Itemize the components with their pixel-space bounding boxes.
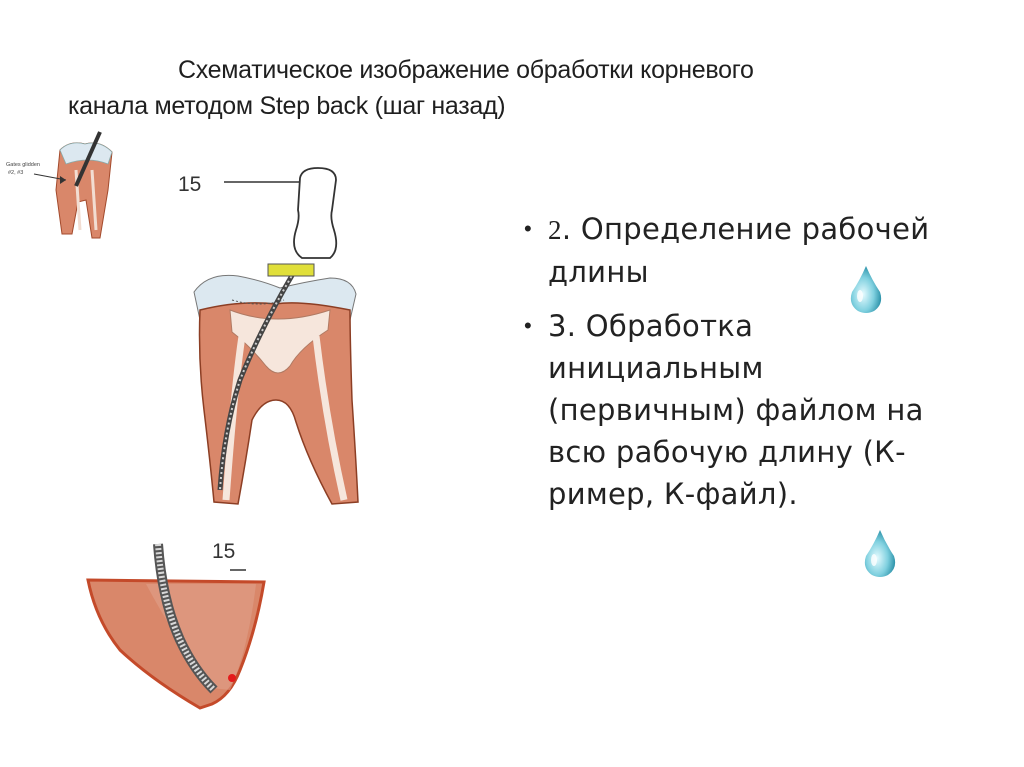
bullet-1-text: . Определение рабочей длины	[548, 212, 930, 289]
water-drop-icon	[850, 266, 882, 313]
small-tooth-label-2: #2, #3	[8, 170, 24, 176]
tooth-diagram	[193, 167, 359, 505]
file-size-label-bottom: 15	[212, 540, 236, 563]
bullet-dot: •	[524, 313, 533, 338]
bullet-dot: •	[524, 216, 533, 241]
apex-closeup-diagram	[86, 543, 266, 710]
bullet-item-2: • 3. Обработка инициальным (первичным) фа…	[520, 305, 940, 515]
slide-title: Схематическое изображение обработки корн…	[40, 52, 980, 124]
small-tooth-label-1: Gates glidden	[6, 162, 40, 168]
bullet-list: • 2. Определение рабочей длины • 3. Обрабо…	[520, 208, 940, 515]
small-tooth-figure	[33, 131, 113, 239]
file-size-label-top: 15	[178, 173, 202, 196]
bullet-1-number: 2	[548, 215, 562, 245]
title-line-2: канала методом Step back (шаг назад)	[68, 92, 506, 120]
title-line-1: Схематическое изображение обработки корн…	[178, 56, 754, 84]
bullet-item-1: • 2. Определение рабочей длины	[520, 208, 940, 293]
bullet-2-text: 3. Обработка инициальным (первичным) фай…	[548, 309, 924, 511]
water-drop-icon	[864, 530, 896, 577]
